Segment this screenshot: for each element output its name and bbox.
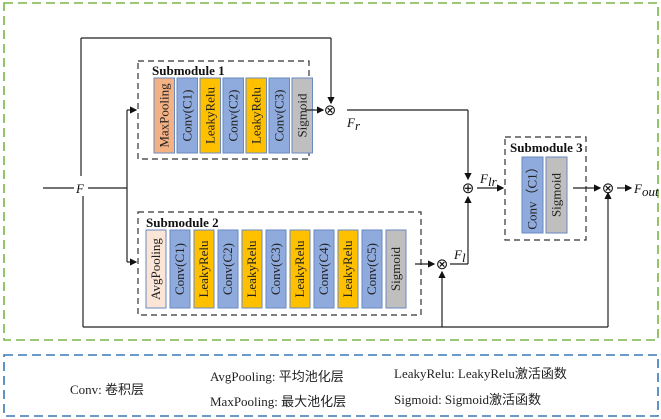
submodule3-block-sigmoid: Sigmoid xyxy=(545,156,568,234)
signal-fl: F l xyxy=(453,247,466,265)
submodule1-block-label: MaxPooling xyxy=(156,83,171,148)
submodule2-block-avgpool: AvgPooling xyxy=(145,229,167,309)
submodule2-block-sigmoid: Sigmoid xyxy=(385,229,407,309)
add-icon: ⊕ xyxy=(462,181,475,197)
submodule2-block-label: Conv(C2) xyxy=(220,243,235,295)
submodule1-block-conv: Conv(C2) xyxy=(222,77,244,154)
svg-text:F: F xyxy=(479,171,489,186)
submodule2-block-label: Conv(C3) xyxy=(268,243,283,295)
submodule1-block-label: Conv(C2) xyxy=(225,90,240,142)
submodule2-block-label: LeakyRelu xyxy=(340,240,355,298)
legend-sigmoid: Sigmoid: Sigmoid激活函数 xyxy=(394,392,541,407)
submodule2-title: Submodule 2 xyxy=(146,215,219,230)
submodule1-block-conv: Conv(C1) xyxy=(176,77,198,154)
submodule1-block-label: Sigmoid xyxy=(294,93,309,138)
submodule1-block-label: Conv(C3) xyxy=(271,90,286,142)
multiply-icon-1: ⊗ xyxy=(324,103,337,119)
signal-fout: F out xyxy=(633,181,659,199)
multiply-icon-3: ⊗ xyxy=(602,181,615,197)
legend-maxpool: MaxPooling: 最大池化层 xyxy=(210,394,347,409)
submodule1-block-conv: Conv(C3) xyxy=(268,77,290,154)
submodule3-title: Submodule 3 xyxy=(510,140,583,155)
svg-text:F: F xyxy=(346,115,356,130)
submodule2-block-label: Conv(C5) xyxy=(364,243,379,295)
connections xyxy=(43,37,633,328)
svg-text:F: F xyxy=(453,247,463,262)
submodule1-block-leaky: LeakyRelu xyxy=(245,77,267,154)
submodule2-block-conv: Conv(C1) xyxy=(169,229,191,309)
submodule2-block-label: LeakyRelu xyxy=(244,240,259,298)
svg-text:lr: lr xyxy=(488,174,498,189)
submodule2-block-leaky: LeakyRelu xyxy=(289,229,311,309)
submodule1-block-maxpool: MaxPooling xyxy=(153,77,175,154)
svg-text:r: r xyxy=(355,118,361,133)
svg-text:out: out xyxy=(642,184,659,199)
submodule1-block-sigmoid: Sigmoid xyxy=(291,77,313,154)
submodule1-block-label: Conv(C1) xyxy=(179,90,194,142)
legend-avgpool: AvgPooling: 平均池化层 xyxy=(210,369,344,384)
submodule2-block-label: Conv(C4) xyxy=(316,243,331,295)
submodule2-block-conv: Conv(C3) xyxy=(265,229,287,309)
svg-text:l: l xyxy=(462,250,466,265)
submodule1-block-leaky: LeakyRelu xyxy=(199,77,221,154)
signal-fr: F r xyxy=(346,115,361,133)
submodule2-block-leaky: LeakyRelu xyxy=(241,229,263,309)
legend-frame xyxy=(3,354,659,417)
submodule3-block-label: Sigmoid xyxy=(549,172,564,217)
submodule3-block-label: Conv（C1） xyxy=(525,160,540,229)
signal-flr: F lr xyxy=(479,171,498,189)
submodule3-block-conv: Conv（C1） xyxy=(521,156,544,234)
submodule2-block-label: LeakyRelu xyxy=(196,240,211,298)
submodule1-block-label: LeakyRelu xyxy=(202,86,217,144)
submodule2-block-label: LeakyRelu xyxy=(292,240,307,298)
submodule2-block-conv: Conv(C4) xyxy=(313,229,335,309)
submodule2-block-label: Conv(C1) xyxy=(172,243,187,295)
submodule2-block-conv: Conv(C2) xyxy=(217,229,239,309)
submodule2-block-leaky: LeakyRelu xyxy=(193,229,215,309)
signal-f: F xyxy=(75,181,85,196)
multiply-icon-2: ⊗ xyxy=(436,257,449,273)
submodule1-title: Submodule 1 xyxy=(152,63,225,78)
submodule2-block-label: Sigmoid xyxy=(388,246,403,291)
legend-leakyrelu: LeakyRelu: LeakyRelu激活函数 xyxy=(394,366,567,381)
submodule1-block-label: LeakyRelu xyxy=(248,86,263,144)
outer-frame xyxy=(3,2,659,341)
svg-text:F: F xyxy=(633,181,643,196)
submodule2-block-conv: Conv(C5) xyxy=(361,229,383,309)
submodule2-block-label: AvgPooling xyxy=(148,238,163,300)
legend-conv: Conv: 卷积层 xyxy=(70,382,145,397)
submodule2-block-leaky: LeakyRelu xyxy=(337,229,359,309)
